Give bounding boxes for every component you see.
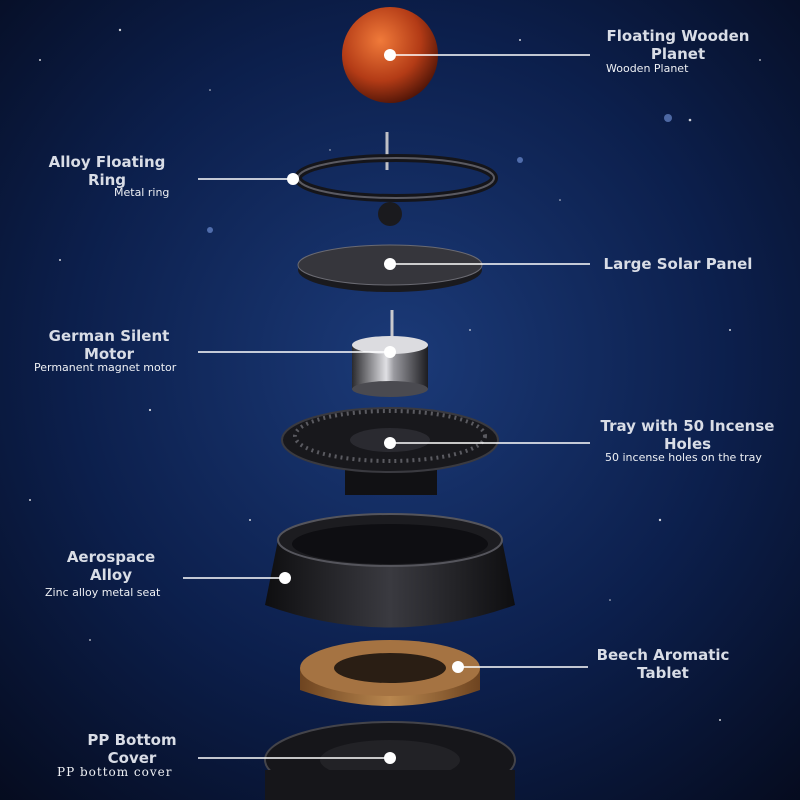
label-motor: German Silent Motor (48, 327, 170, 363)
sublabel-planet: Wooden Planet (606, 62, 689, 75)
sublabel-cover: PP bottom cover (57, 765, 173, 779)
label-tablet: Beech Aromatic Tablet (596, 646, 730, 682)
label-tray: Tray with 50 Incense Holes (600, 417, 775, 453)
sublabel-seat: Zinc alloy metal seat (45, 586, 161, 599)
label-solar: Large Solar Panel (603, 255, 753, 273)
label-seat: Aerospace Alloy (66, 548, 156, 584)
label-cover: PP Bottom Cover (87, 731, 177, 767)
sublabel-tray: 50 incense holes on the tray (605, 451, 762, 464)
label-planet: Floating Wooden Planet (606, 27, 750, 63)
sublabel-ring: Metal ring (114, 186, 170, 199)
label-ring: Alloy Floating Ring (48, 153, 166, 189)
sublabel-motor: Permanent magnet motor (34, 361, 177, 374)
